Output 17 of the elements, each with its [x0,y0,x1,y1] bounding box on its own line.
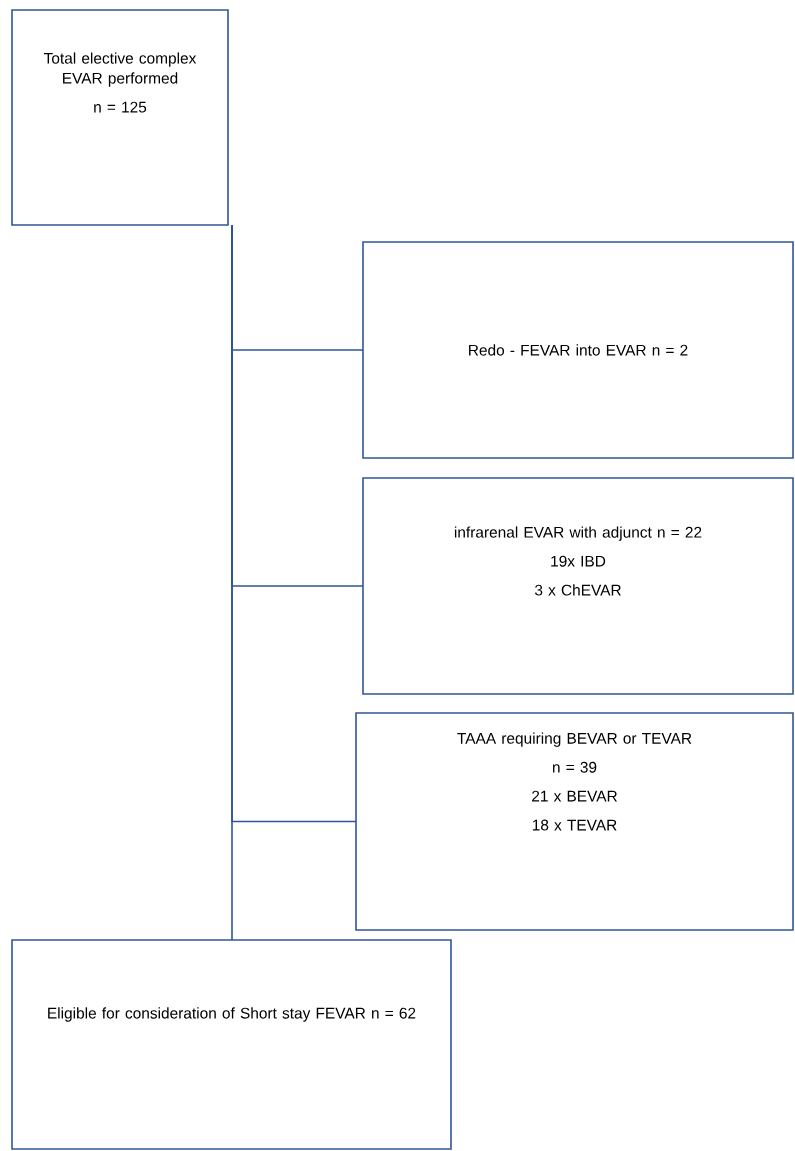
box-text: TAAA requiring BEVAR or TEVAR [457,732,692,747]
box-text: 19x IBD [551,555,606,567]
box-text: 3 x ChEVAR [534,584,621,596]
process-box [11,939,452,1150]
box-text: Total elective complex EVAR performed [43,52,197,87]
connector-line [231,224,233,941]
box-text: n = 125 [94,101,147,113]
process-box [362,477,794,695]
box-text: infrarenal EVAR with adjunct n = 22 [454,526,702,541]
box-text: Redo - FEVAR into EVAR n = 2 [469,344,688,356]
box-text: Eligible for consideration of Short stay FEVAR n = 62 [48,1007,416,1022]
box-text: n = 39 [553,761,597,773]
process-box [11,9,229,226]
process-box [355,712,794,931]
process-box [362,241,794,459]
box-text: 21 x BEVAR [532,790,617,802]
box-text: 18 x TEVAR [532,819,617,831]
